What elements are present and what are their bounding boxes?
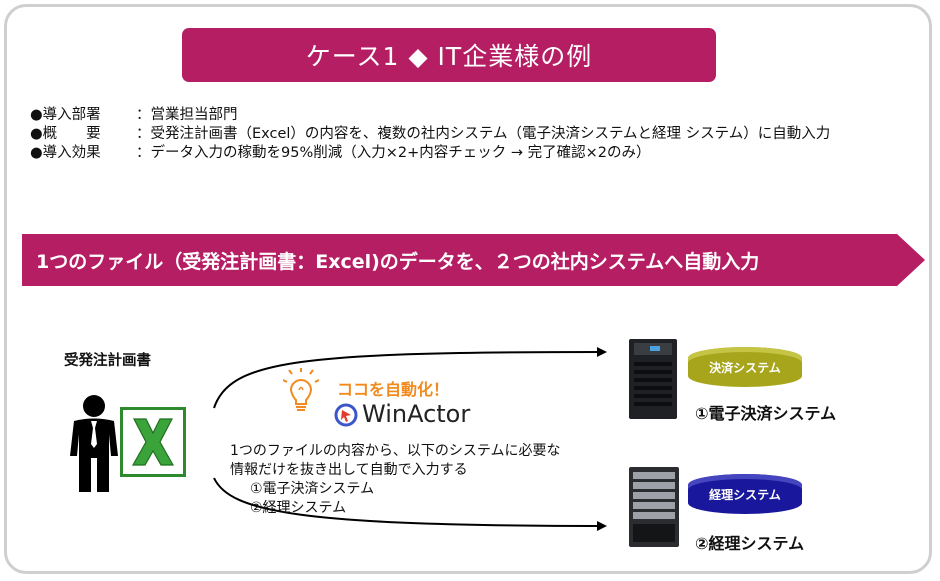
arrow-to-accounting-system	[213, 477, 607, 531]
payment-system-badge: 決済システム	[688, 347, 802, 387]
source-file-label: 受発注計画書	[64, 353, 151, 369]
bullet-effect: ●導入効果 ： データ入力の稼動を95%削減（入力×2+内容チェック → 完了確…	[30, 144, 921, 163]
bullet-value: 受発注計画書（Excel）の内容を、複数の社内システム（電子決済システムと経理 …	[150, 126, 831, 142]
summary-banner: 1つのファイル（受発注計画書：Excel)のデータを、２つの社内システムへ自動入…	[22, 234, 925, 286]
page-title: ケース1 ◆ IT企業様の例	[182, 28, 716, 82]
bullet-key: ●導入部署	[30, 107, 101, 123]
target-system-item: ②経理システム	[250, 500, 347, 516]
page-title-text: ケース1 ◆ IT企業様の例	[305, 42, 593, 71]
payment-system-name: ①電子決済システム	[695, 404, 837, 423]
lightbulb-icon	[283, 368, 319, 411]
description-line: 1つのファイルの内容から、以下のシステムに必要な	[230, 443, 561, 459]
winactor-logo-icon	[334, 403, 358, 427]
bullet-key: ●導入効果	[30, 145, 101, 161]
card-frame	[4, 4, 932, 574]
winactor-product-name: WinActor	[362, 400, 471, 428]
bullet-department: ●導入部署 ： 営業担当部門	[30, 106, 921, 125]
server-icon	[629, 467, 679, 547]
bullet-key: ●概 要	[30, 126, 101, 142]
bullet-list: ●導入部署 ： 営業担当部門 ●概 要 ： 受発注計画書（Excel）の内容を、…	[30, 106, 921, 163]
person-icon	[70, 395, 118, 492]
automation-description: 1つのファイルの内容から、以下のシステムに必要な 情報だけを抜き出して自動で入力…	[230, 442, 561, 518]
target-system-item: ①電子決済システム	[250, 481, 375, 497]
description-line: 情報だけを抜き出して自動で入力する	[230, 462, 468, 478]
server-icon	[629, 339, 677, 419]
excel-icon	[120, 407, 186, 477]
bullet-separator: ：	[136, 126, 151, 142]
automation-label: ココを自動化！	[337, 380, 450, 399]
bullet-value: 営業担当部門	[150, 107, 238, 123]
bullet-overview: ●概 要 ： 受発注計画書（Excel）の内容を、複数の社内システム（電子決済シ…	[30, 125, 921, 144]
bullet-separator: ：	[136, 145, 151, 161]
arrow-to-payment-system	[213, 347, 607, 409]
bullet-separator: ：	[136, 107, 151, 123]
summary-banner-text: 1つのファイル（受発注計画書：Excel)のデータを、２つの社内システムへ自動入…	[36, 250, 760, 273]
accounting-system-badge: 経理システム	[688, 474, 802, 514]
bullet-value: データ入力の稼動を95%削減（入力×2+内容チェック → 完了確認×2のみ）	[150, 145, 651, 161]
accounting-system-name: ②経理システム	[695, 534, 805, 553]
